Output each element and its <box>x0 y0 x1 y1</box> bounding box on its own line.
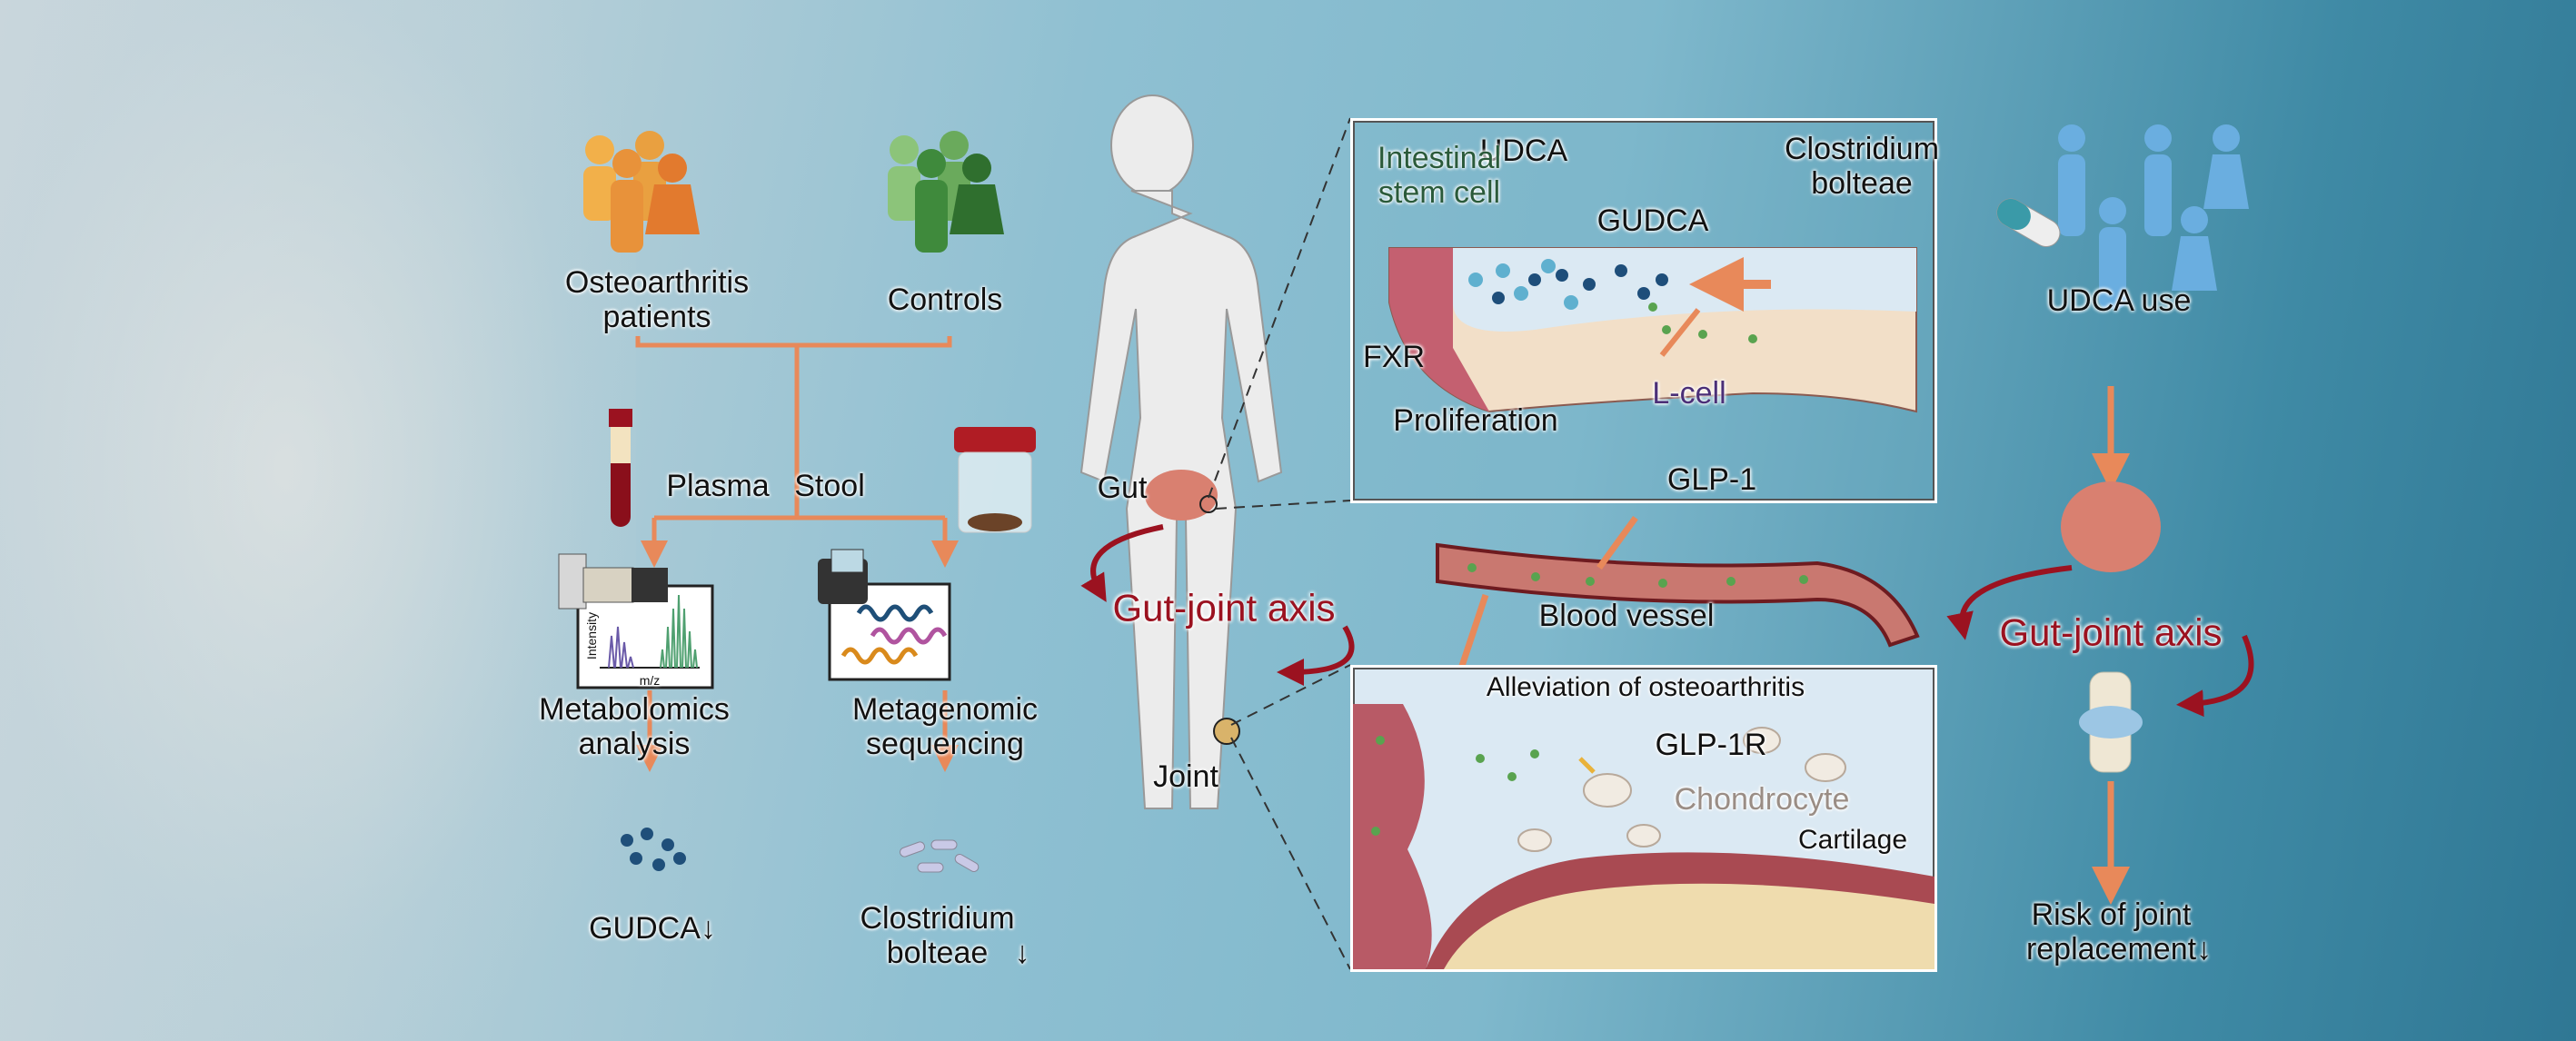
proliferation-label: Proliferation <box>1393 402 1558 438</box>
y-axis-label: Intensity <box>584 611 600 660</box>
controls-people-icon <box>888 131 1004 253</box>
blood-vessel-icon <box>1436 542 1920 648</box>
patients-people-icon <box>583 131 700 253</box>
knee-joint-icon <box>2079 671 2143 773</box>
decrease-arrow-icon: ↓ <box>2196 932 2213 967</box>
gudca-molecules-icon <box>621 828 686 871</box>
decrease-arrow-icon: ↓ <box>1014 936 1030 970</box>
bacteria-result: Clostridium bolteae↓ <box>860 901 1029 970</box>
udca-users-people-icon <box>2058 124 2249 309</box>
decrease-arrow-icon: ↓ <box>700 910 716 946</box>
metabolomics-label: Metabolomics analysis <box>539 691 730 761</box>
bacteria-label: Clostridium bolteae <box>1784 131 1940 201</box>
stem-cell-label: Intestinal stem cell <box>1377 140 1502 210</box>
udca-use-label: UDCA use <box>2046 283 2192 318</box>
mass-spectrum-chart <box>558 553 714 689</box>
sequencing-output-box <box>818 549 951 681</box>
right-gut-joint-axis-label: Gut-joint axis <box>1999 610 2223 654</box>
intestine-detail-panel: UDCA Intestinal stem cell GUDCA Clostrid… <box>1350 118 1940 503</box>
gut-icon <box>1145 470 1218 520</box>
patients-label: Osteoarthritis patients <box>564 264 750 334</box>
x-axis-label: m/z <box>639 673 661 689</box>
plasma-label: Plasma <box>666 468 770 503</box>
l-cell-label: L-cell <box>1652 375 1726 411</box>
gudca-result-text: GUDCA <box>589 910 701 946</box>
cartilage-label: Cartilage <box>1797 825 1908 856</box>
glp1r-label: GLP-1R <box>1655 727 1767 762</box>
controls-label: Controls <box>887 282 1003 317</box>
joint-label: Joint <box>1153 758 1218 794</box>
stool-jar-icon <box>954 427 1036 533</box>
fxr-label: FXR <box>1363 339 1425 374</box>
glp1-label: GLP-1 <box>1666 461 1757 497</box>
gut-joint-axis-label: Gut-joint axis <box>1112 586 1336 630</box>
pill-capsule-icon <box>1996 198 2061 247</box>
gut-label: Gut <box>1097 470 1148 505</box>
udca-label: UDCA <box>1479 133 1568 168</box>
joint-panel-title: Alleviation of osteoarthritis <box>1486 672 1805 703</box>
grouping-connector <box>635 336 959 772</box>
joint-detail-panel: Alleviation of osteoarthritis GLP-1R Cho… <box>1350 665 1937 972</box>
joint-replacement-outcome: Risk of joint replacement↓ <box>2026 897 2212 967</box>
intestine-icon <box>2061 481 2161 572</box>
metagenomic-label: Metagenomic sequencing <box>851 691 1039 761</box>
gudca-result: GUDCA↓ <box>589 911 716 946</box>
gudca-label: GUDCA <box>1596 203 1709 238</box>
stool-label: Stool <box>794 468 865 503</box>
background-knee-illustration <box>0 0 636 1041</box>
bacteria-result-text: Clostridium bolteae <box>860 900 1015 970</box>
blood-vessel-label: Blood vessel <box>1538 598 1715 633</box>
outcome-text: Risk of joint replacement <box>2025 897 2197 967</box>
chondrocyte-label: Chondrocyte <box>1674 781 1850 817</box>
bacteria-icon <box>900 839 980 873</box>
human-body-silhouette <box>1079 94 1283 809</box>
plasma-tube-icon <box>609 409 632 527</box>
